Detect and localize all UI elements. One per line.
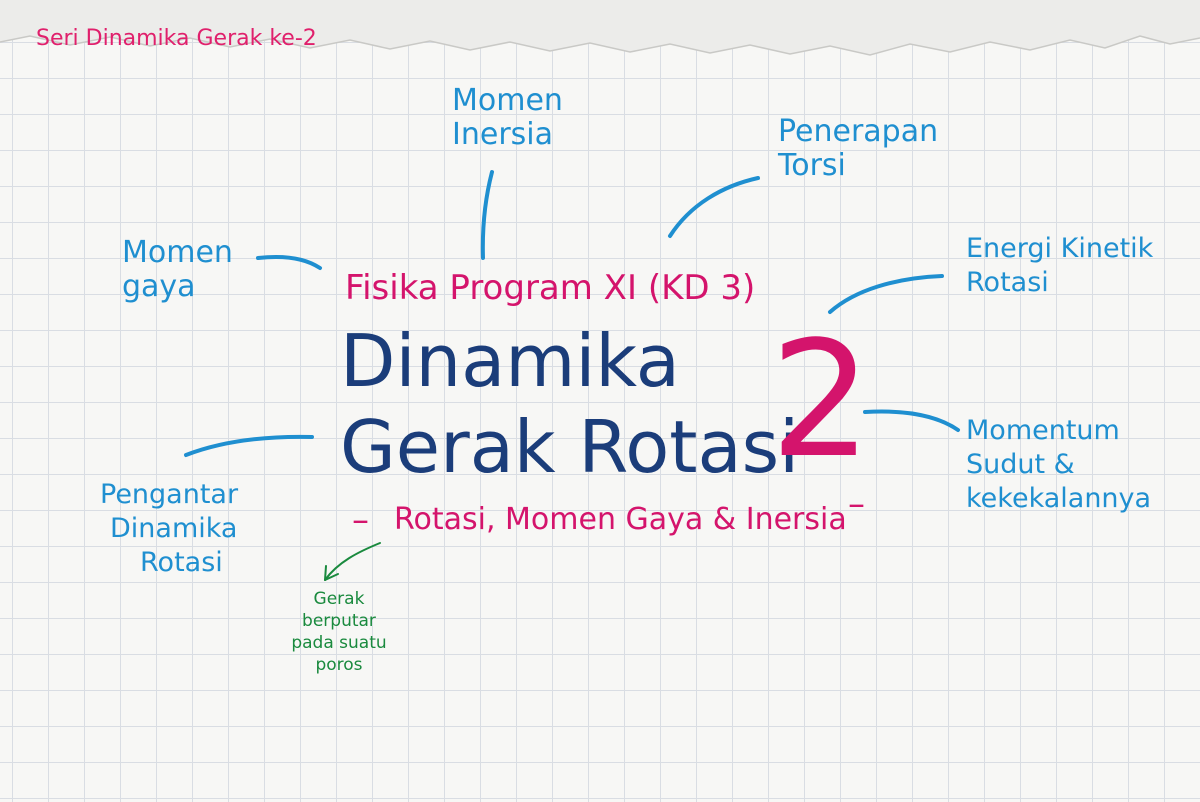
branch-pengantar-line3: Rotasi: [140, 547, 223, 578]
branch-penerapan-torsi-line2: Torsi: [778, 148, 846, 183]
branch-penerapan-torsi-line1: Penerapan: [778, 114, 939, 149]
branch-momentum-sudut-line3: kekekalannya: [966, 483, 1152, 514]
program-label: Fisika Program XI (KD 3): [345, 268, 756, 308]
title-line2: Gerak Rotasi: [340, 405, 800, 489]
branch-momentum-sudut-line2: Sudut &: [966, 449, 1075, 480]
branch-energi-kinetik-line2: Rotasi: [966, 267, 1049, 298]
subtitle: Rotasi, Momen Gaya & Inersia: [394, 502, 847, 537]
title-line1: Dinamika: [340, 319, 680, 403]
branch-momen-inersia: Momen Inersia: [452, 84, 563, 152]
branch-momentum-sudut-line1: Momentum: [966, 415, 1120, 446]
subtitle-dash-right: –: [848, 484, 865, 524]
branch-momen-inersia-line2: Inersia: [452, 117, 554, 152]
branch-penerapan-torsi: Penerapan Torsi: [778, 115, 938, 183]
note-line3: pada suatu: [291, 633, 387, 653]
branch-pengantar-line2: Dinamika: [110, 513, 238, 544]
series-number: 2: [770, 306, 872, 493]
branch-momen-inersia-line1: Momen: [452, 83, 563, 118]
branch-momen-gaya-line2: gaya: [122, 269, 196, 304]
note-gerak-berputar: Gerak berputar pada suatu poros: [284, 588, 394, 676]
connector-momen-gaya: [256, 254, 322, 270]
branch-momentum-sudut: Momentum Sudut & kekekalannya: [966, 414, 1151, 516]
connector-penerapan-torsi: [668, 176, 760, 238]
branch-energi-kinetik: Energi Kinetik Rotasi: [966, 232, 1153, 300]
connector-momentum-sudut: [863, 409, 960, 432]
note-line4: poros: [315, 655, 363, 675]
subtitle-dash-left: –: [352, 500, 369, 540]
connector-pengantar: [184, 434, 314, 457]
branch-momen-gaya: Momen gaya: [122, 236, 233, 304]
branch-energi-kinetik-line1: Energi Kinetik: [966, 233, 1154, 264]
series-label: Seri Dinamika Gerak ke-2: [36, 26, 317, 51]
torn-paper-edge: [0, 0, 1200, 56]
connector-momen-inersia: [480, 170, 494, 260]
branch-pengantar-line1: Pengantar: [100, 479, 239, 510]
branch-momen-gaya-line1: Momen: [122, 235, 233, 270]
note-arrow: [324, 542, 381, 581]
note-line1: Gerak: [313, 589, 365, 609]
branch-pengantar: Pengantar Dinamika Rotasi: [100, 478, 238, 580]
note-line2: berputar: [302, 611, 376, 631]
